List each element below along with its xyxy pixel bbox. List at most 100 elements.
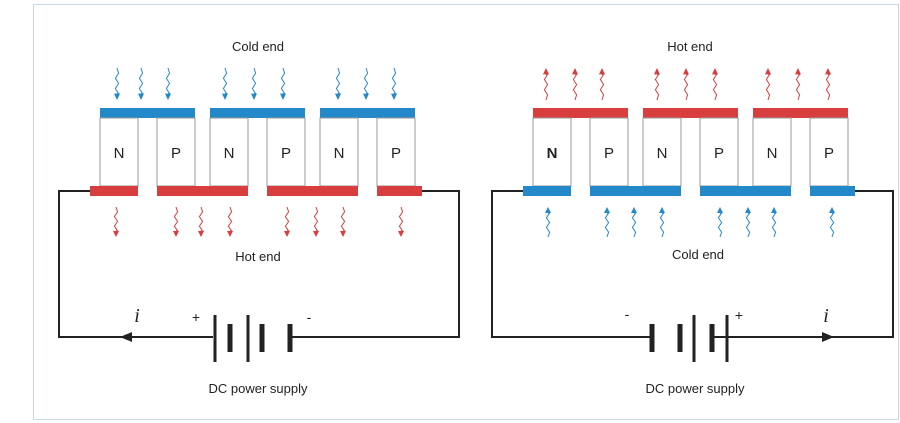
heat-arrow-icon-head: [829, 207, 835, 213]
heat-arrow-icon: [631, 212, 637, 238]
heat-arrow-icon: [173, 206, 179, 232]
element-n: [642, 117, 682, 187]
heat-arrow-icon: [227, 206, 233, 232]
heat-arrow-icon: [222, 67, 228, 95]
left-plus-sign: +: [192, 309, 200, 325]
left-bottom-plates: [90, 186, 422, 196]
right-heat-arrows-bottom: [545, 207, 835, 238]
heat-arrow-icon-head: [198, 231, 204, 237]
heat-arrow-icon: [654, 73, 660, 101]
right-top-end-label: Hot end: [667, 39, 713, 54]
heat-arrow-icon: [712, 73, 718, 101]
heat-arrow-icon-head: [572, 68, 578, 75]
right-wire-right: [832, 190, 894, 338]
left-heat-arrows-top: [114, 67, 397, 100]
heat-arrow-icon-head: [654, 68, 660, 75]
heat-arrow-icon-head: [391, 93, 397, 100]
heat-arrow-icon: [313, 206, 319, 232]
heat-arrow-icon-head: [138, 93, 144, 100]
heat-arrow-icon: [391, 67, 397, 95]
heat-arrow-icon: [545, 212, 551, 238]
heat-arrow-icon-head: [398, 231, 404, 237]
left-minus-sign: -: [307, 309, 312, 325]
left-elements: N P N P N P: [99, 117, 416, 187]
heat-arrow-icon: [113, 206, 119, 232]
heat-arrow-icon: [398, 206, 404, 232]
plate: [810, 186, 855, 196]
heat-arrow-icon: [659, 212, 665, 238]
plate: [320, 108, 415, 118]
element-p: [156, 117, 196, 187]
element-label: P: [714, 145, 724, 162]
heat-arrow-icon-head: [340, 231, 346, 237]
element-n: [99, 117, 139, 187]
element-p: [699, 117, 739, 187]
right-wire-left: [491, 190, 650, 338]
plate: [533, 108, 628, 118]
heat-arrow-icon: [771, 212, 777, 238]
element-label: N: [547, 145, 558, 162]
right-battery-label: DC power supply: [646, 381, 745, 396]
element-n: [319, 117, 359, 187]
heat-arrow-icon: [572, 73, 578, 101]
plate: [700, 186, 791, 196]
heat-arrow-icon-head: [604, 207, 610, 213]
heat-arrow-icon-head: [335, 93, 341, 100]
right-elements: N P N P N P: [532, 117, 849, 187]
heat-arrow-icon-head: [543, 68, 549, 75]
heat-arrow-icon: [280, 67, 286, 95]
heat-arrow-icon-head: [284, 231, 290, 237]
heat-arrow-icon: [340, 206, 346, 232]
heat-arrow-icon: [599, 73, 605, 101]
plate: [377, 186, 422, 196]
right-bottom-end-label: Cold end: [672, 247, 724, 262]
heat-arrow-icon-head: [114, 93, 120, 100]
left-top-end-label: Cold end: [232, 39, 284, 54]
heat-arrow-icon: [543, 73, 549, 101]
right-top-plates: [533, 108, 848, 118]
element-n: [752, 117, 792, 187]
heat-arrow-icon-head: [765, 68, 771, 75]
element-label: N: [334, 145, 345, 162]
plate: [210, 108, 305, 118]
heat-arrow-icon: [363, 67, 369, 95]
element-label: N: [114, 145, 125, 162]
heat-arrow-icon: [114, 67, 120, 95]
heat-arrow-icon-head: [280, 93, 286, 100]
right-module: Hot end N P N P N P: [491, 39, 894, 396]
heat-arrow-icon-head: [251, 93, 257, 100]
element-label: P: [391, 145, 401, 162]
heat-arrow-icon-head: [363, 93, 369, 100]
left-wire-right: [290, 190, 460, 338]
heat-arrow-icon-head: [227, 231, 233, 237]
heat-arrow-icon: [745, 212, 751, 238]
heat-arrow-icon-head: [165, 93, 171, 100]
left-battery: [213, 315, 293, 362]
heat-arrow-icon: [198, 206, 204, 232]
plate: [157, 186, 248, 196]
plate: [100, 108, 195, 118]
element-label: P: [604, 145, 614, 162]
heat-arrow-icon-head: [659, 207, 665, 213]
plate: [643, 108, 738, 118]
left-module: Cold end N P N P N P: [58, 39, 460, 396]
heat-arrow-icon-head: [771, 207, 777, 213]
heat-arrow-icon: [683, 73, 689, 101]
element-label: N: [767, 145, 778, 162]
element-label: N: [657, 145, 668, 162]
left-battery-label: DC power supply: [209, 381, 308, 396]
element-label: N: [224, 145, 235, 162]
plate: [90, 186, 138, 196]
heat-arrow-icon-head: [599, 68, 605, 75]
plate: [267, 186, 358, 196]
right-current-label: i: [823, 305, 829, 327]
element-n: [532, 117, 572, 187]
heat-arrow-icon: [765, 73, 771, 101]
element-n: [209, 117, 249, 187]
right-bottom-plates: [523, 186, 855, 196]
heat-arrow-icon-head: [631, 207, 637, 213]
heat-arrow-icon-head: [113, 231, 119, 237]
heat-arrow-icon-head: [545, 207, 551, 213]
right-minus-sign: -: [625, 306, 630, 322]
